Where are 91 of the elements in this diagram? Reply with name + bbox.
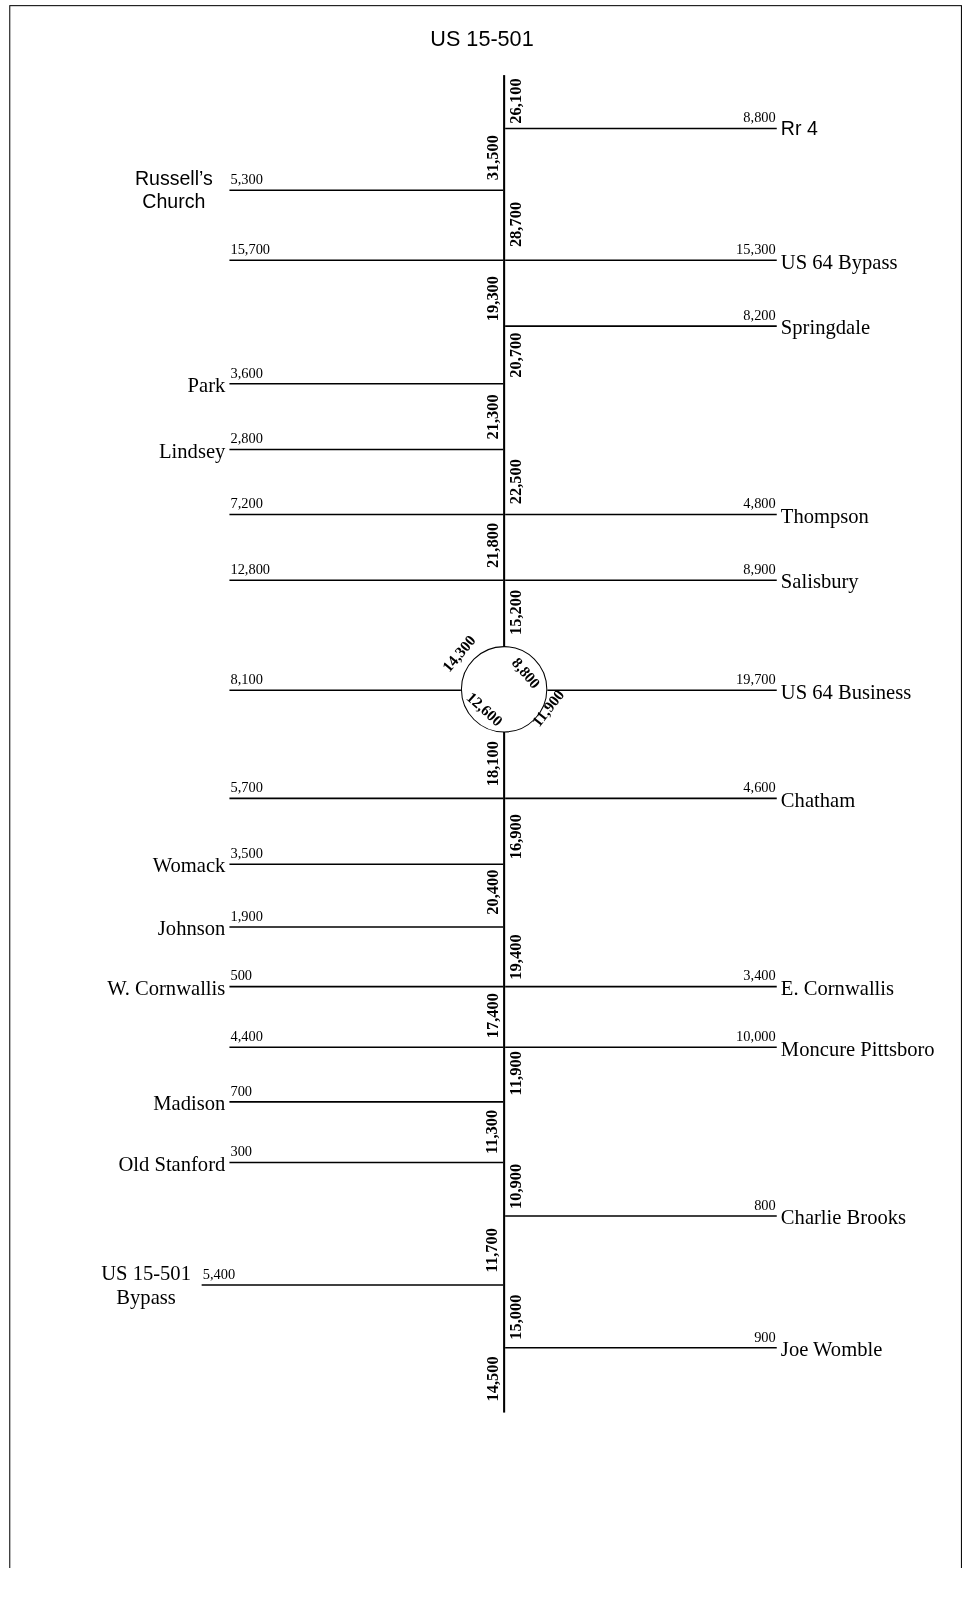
traffic-count: 21,800 [483,522,502,568]
road-line [228,513,504,516]
road-line [228,579,504,581]
street-name: Lindsey [159,438,226,463]
street-name: Springdale [780,315,871,339]
road-line [228,926,504,928]
traffic-count: 4,800 [743,496,776,512]
traffic-count: 19,700 [736,672,776,688]
traffic-count: 11,700 [483,1227,502,1273]
street-name: E. Cornwallis [780,975,895,1000]
traffic-count: 11,300 [483,1109,502,1154]
street-name: Thompson [780,503,869,528]
traffic-count: 11,900 [507,1050,526,1096]
street-name: Salisbury [780,569,859,594]
traffic-count: 7,200 [230,496,263,512]
traffic-count: 10,000 [736,1029,776,1045]
traffic-count: 15,300 [736,242,776,258]
street-name: Charlie Brooks [780,1205,907,1229]
traffic-count: 19,400 [507,934,526,980]
road-line [228,1046,504,1049]
traffic-count: 22,500 [507,458,526,505]
traffic-count: 3,500 [230,846,263,862]
street-name: Madison [153,1091,226,1115]
traffic-count: 16,900 [507,813,526,860]
road-line [200,1284,504,1286]
road-line [228,797,504,800]
street-name: US 64 Business [780,679,912,704]
road-line [228,189,504,192]
traffic-count: 3,400 [743,969,776,984]
traffic-count: 5,700 [230,780,263,796]
street-name: US 15-501 Bypass [94,1261,198,1309]
traffic-count: 15,000 [507,1294,526,1340]
street-name: Park [187,372,226,397]
street-name: W. Cornwallis [107,975,226,1000]
road-line [504,1046,778,1049]
road-line [228,383,504,385]
traffic-count: 900 [754,1330,776,1345]
road-line [504,1215,778,1217]
traffic-count: 12,800 [230,562,271,578]
road-line [504,259,778,262]
street-name: Womack [152,853,226,878]
traffic-count: 10,900 [507,1163,526,1209]
road-line [228,448,504,451]
street-name: Old Stanford [118,1151,226,1176]
street-name: Chatham [780,787,856,812]
traffic-count: 3,600 [230,366,263,381]
road-line [504,579,778,581]
traffic-count: 4,400 [230,1029,263,1045]
traffic-count: 20,700 [507,332,526,378]
traffic-count: 8,900 [743,562,776,578]
traffic-count: 26,100 [507,78,526,124]
traffic-count: 8,200 [743,308,776,324]
street-name: Rr 4 [780,117,818,140]
road-line [504,513,778,516]
traffic-count: 15,200 [507,589,526,635]
traffic-count: 18,100 [483,740,502,786]
traffic-count: 20,400 [483,869,502,915]
traffic-count: 8,100 [230,672,263,688]
traffic-count: 8,800 [743,111,776,126]
traffic-count: 31,500 [483,134,502,181]
road-line [228,259,504,262]
road-line [504,325,778,327]
street-name: Russell’s Church [122,167,226,213]
road-line [504,985,778,988]
traffic-count: 14,500 [483,1356,502,1402]
street-name: Johnson [157,916,226,940]
road-line [228,985,504,988]
road-line [228,1161,504,1164]
traffic-count: 1,900 [230,909,263,924]
traffic-count: 5,300 [230,172,263,188]
traffic-count: 21,300 [483,394,502,440]
traffic-count: 2,800 [230,432,263,447]
traffic-count: 800 [754,1198,776,1213]
road-line [504,1347,778,1349]
traffic-count: 700 [230,1084,253,1099]
street-name: US 64 Bypass [780,249,898,274]
road-line [504,797,778,800]
traffic-count: 17,400 [483,992,502,1039]
road-line [546,689,778,692]
road-title: US 15-501 [429,26,535,52]
street-name: Joe Womble [780,1336,883,1361]
road-line [228,1101,504,1103]
traffic-count: 4,600 [743,780,776,796]
road-line [228,689,462,692]
street-name: Moncure Pittsboro [780,1036,935,1061]
traffic-count: 5,400 [202,1267,236,1282]
traffic-count: 15,700 [230,242,271,258]
road-line [504,127,778,130]
traffic-count: 19,300 [483,275,502,321]
traffic-count: 28,700 [507,201,526,247]
road-line [228,863,504,865]
